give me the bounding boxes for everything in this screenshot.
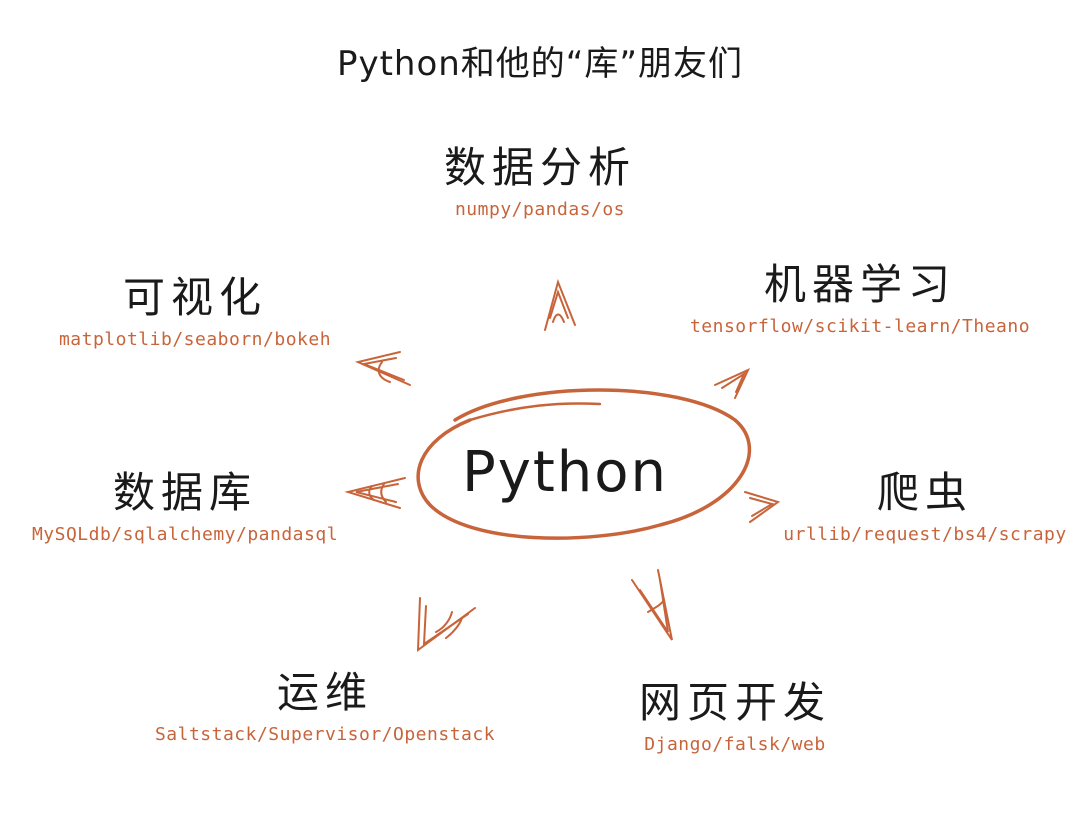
node-visualization-libs: matplotlib/seaborn/bokeh	[58, 329, 332, 351]
node-crawler-title: 爬虫	[876, 468, 973, 517]
node-machine-learning: 机器学习 tensorflow/scikit-learn/Theano	[680, 260, 1040, 338]
node-database-libs: MySQLdb/sqlalchemy/pandasql	[31, 524, 339, 546]
node-crawler: 爬虫 urllib/request/bs4/scrapy	[780, 468, 1070, 546]
arrow-visualization	[354, 351, 411, 386]
node-data-analysis-libs: numpy/pandas/os	[454, 199, 626, 221]
arrow-crawler	[744, 491, 781, 523]
arrow-database	[344, 477, 406, 509]
node-database-title: 数据库	[112, 468, 257, 517]
arrow-web-dev	[631, 569, 673, 641]
node-machine-learning-libs: tensorflow/scikit-learn/Theano	[689, 316, 1031, 338]
node-web-dev-title: 网页开发	[638, 678, 831, 727]
arrow-ops	[416, 597, 476, 653]
node-visualization-title: 可视化	[122, 273, 267, 322]
node-ops: 运维 Saltstack/Supervisor/Openstack	[140, 668, 510, 746]
center-ellipse-overlap	[468, 402, 602, 422]
node-data-analysis: 数据分析 numpy/pandas/os	[390, 143, 690, 221]
center-ellipse	[416, 388, 752, 540]
node-machine-learning-title: 机器学习	[763, 260, 956, 309]
node-web-dev: 网页开发 Django/falsk/web	[600, 678, 870, 756]
node-database: 数据库 MySQLdb/sqlalchemy/pandasql	[10, 468, 360, 546]
node-ops-libs: Saltstack/Supervisor/Openstack	[154, 724, 496, 746]
center-python-label: Python	[461, 440, 669, 505]
node-data-analysis-title: 数据分析	[443, 143, 636, 192]
arrow-data-analysis	[544, 278, 576, 331]
node-crawler-libs: urllib/request/bs4/scrapy	[783, 524, 1067, 546]
node-web-dev-libs: Django/falsk/web	[644, 734, 826, 756]
arrow-machine-learning	[714, 367, 751, 399]
node-visualization: 可视化 matplotlib/seaborn/bokeh	[30, 273, 360, 351]
node-ops-title: 运维	[276, 668, 373, 717]
diagram-title: Python和他的“库”朋友们	[336, 44, 744, 84]
